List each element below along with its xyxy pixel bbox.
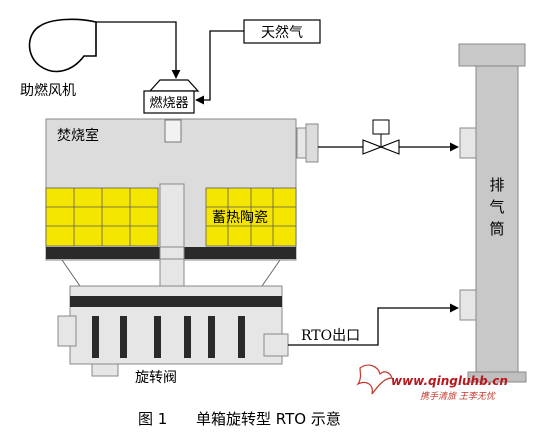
figure-title: 单箱旋转型 RTO 示意 [196, 410, 341, 428]
central-duct [159, 183, 185, 287]
rto-outlet-label: RTO出口 [301, 328, 360, 344]
watermark-slogan: 携手清旅 王李无忧 [420, 391, 496, 402]
stack-label-char-2: 气 [489, 198, 504, 216]
ceramic-bed-left [45, 187, 159, 247]
figure-number: 图 1 [138, 410, 167, 428]
burner-label: 燃烧器 [149, 95, 188, 111]
rotary-valve [57, 285, 289, 377]
regenerative-ceramic-label: 蓄热陶瓷 [212, 210, 268, 226]
gas-supply-line [195, 30, 244, 105]
rto-outlet-line [288, 303, 459, 346]
chamber-outlet-flange [296, 123, 319, 163]
blower-label: 助燃风机 [20, 82, 76, 99]
blower-air-line [96, 21, 181, 79]
blower-icon [28, 18, 97, 73]
stack-label-char-3: 筒 [489, 220, 504, 238]
combustion-chamber-label: 焚烧室 [57, 127, 99, 144]
stack-label-char-1: 排 [489, 176, 504, 194]
watermark-url: www.qingluhb.cn [391, 374, 508, 388]
rotary-valve-label: 旋转阀 [135, 370, 177, 386]
watermark-logo-icon [356, 364, 393, 395]
natural-gas-label: 天然气 [261, 24, 303, 41]
exhaust-stack [458, 43, 527, 383]
motorized-valve-icon [362, 119, 400, 155]
ceramic-bed-right [205, 187, 297, 247]
